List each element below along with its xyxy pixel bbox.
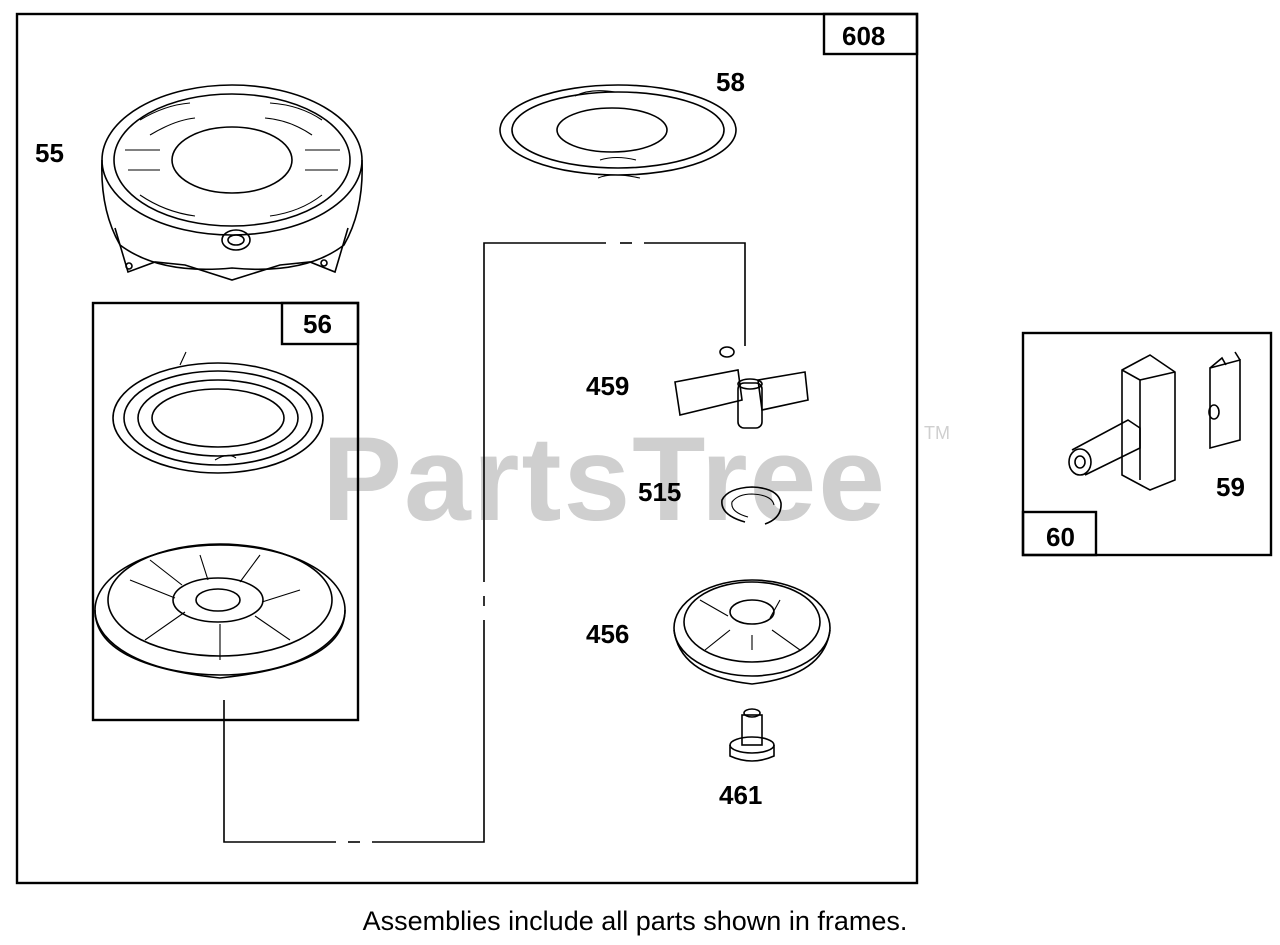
frame-608-label: 608	[842, 21, 885, 51]
retainer-ring-part	[721, 486, 782, 525]
starter-rope-part	[499, 84, 737, 179]
frame-56: 56	[91, 301, 360, 722]
frame-60: 60	[1021, 331, 1273, 557]
part-456-label: 456	[586, 619, 629, 649]
frame-60-label: 60	[1046, 522, 1075, 552]
blower-housing-part	[101, 84, 363, 281]
part-59-label: 59	[1216, 472, 1245, 502]
pawl-part	[674, 346, 809, 429]
frame-note-caption: Assemblies include all parts shown in fr…	[362, 906, 908, 936]
screw-part	[729, 708, 775, 762]
watermark-text: PartsTree	[322, 412, 887, 546]
frame-56-label: 56	[303, 309, 332, 339]
watermark-trademark: TM	[924, 423, 950, 443]
starter-pulley-part	[94, 543, 346, 679]
part-515-label: 515	[638, 477, 681, 507]
frame-608: 608	[15, 12, 919, 885]
starter-handle-part	[1068, 354, 1176, 491]
part-55-label: 55	[35, 138, 64, 168]
handle-insert-part	[1208, 351, 1241, 450]
assembly-leader-lines	[223, 242, 746, 843]
starter-cup-part	[673, 579, 831, 685]
part-461-label: 461	[719, 780, 762, 810]
part-459-label: 459	[586, 371, 629, 401]
part-58-label: 58	[716, 67, 745, 97]
rewind-spring-part	[112, 351, 324, 474]
